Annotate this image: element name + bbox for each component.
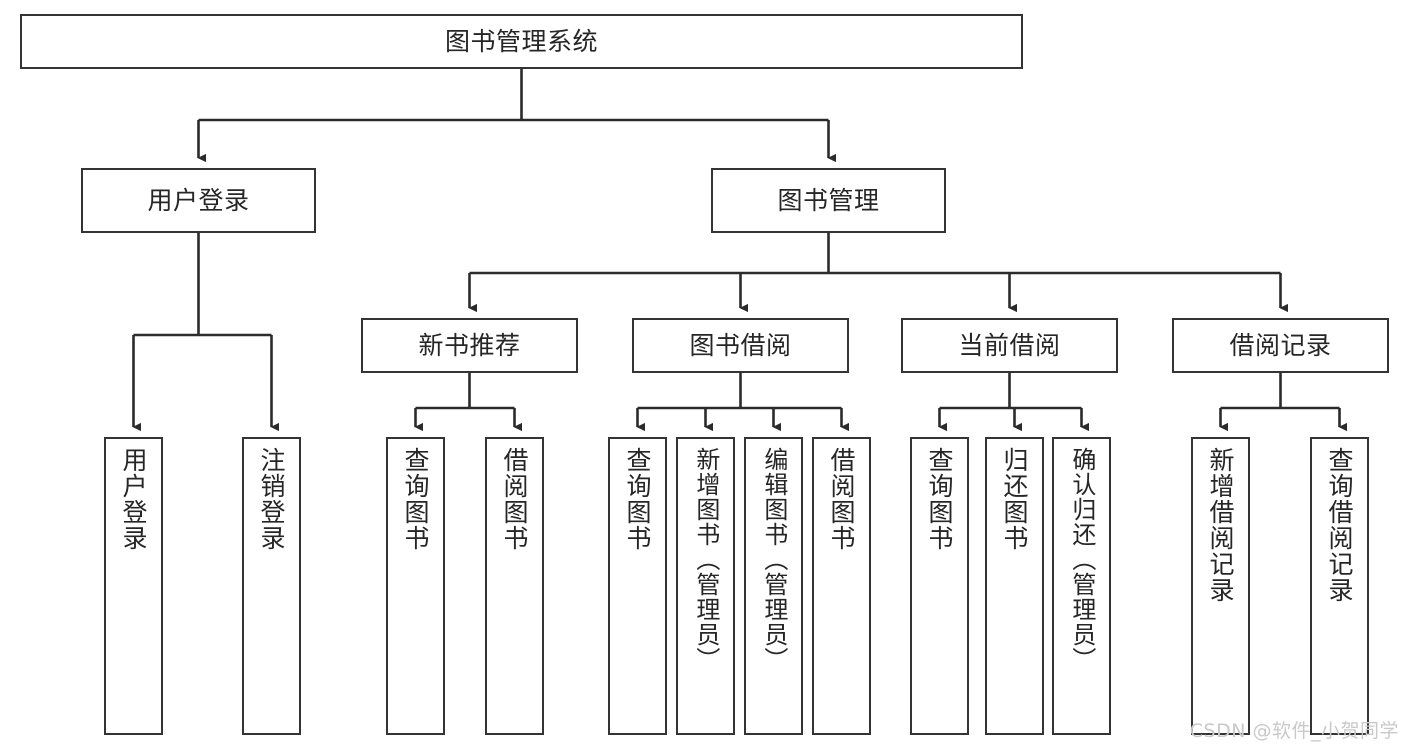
node-user-login-label: 用户登录	[147, 185, 250, 215]
leaf-query-book-current[interactable]: 查询图书	[910, 437, 969, 735]
leaf-add-book-admin[interactable]: 新增图书（管理员）	[676, 437, 735, 735]
node-book-manage[interactable]: 图书管理	[711, 168, 946, 233]
leaf-borrow-book[interactable]: 借阅图书	[812, 437, 871, 735]
leaf-add-borrow-record[interactable]: 新增借阅记录	[1191, 437, 1250, 735]
leaf-edit-book-admin-label: 编辑图书（管理员）	[759, 447, 788, 672]
leaf-confirm-return-admin[interactable]: 确认归还（管理员）	[1052, 437, 1111, 735]
leaf-confirm-return-admin-label: 确认归还（管理员）	[1067, 447, 1096, 672]
node-root[interactable]: 图书管理系统	[20, 14, 1023, 69]
node-new-book-recommend[interactable]: 新书推荐	[361, 318, 578, 373]
node-borrow-record-label: 借阅记录	[1229, 330, 1332, 360]
leaf-return-book-label: 归还图书	[1000, 447, 1029, 551]
node-current-borrow-label: 当前借阅	[958, 330, 1061, 360]
node-root-label: 图书管理系统	[444, 26, 598, 56]
leaf-return-book[interactable]: 归还图书	[985, 437, 1044, 735]
leaf-borrow-book-recommend-label: 借阅图书	[500, 447, 529, 551]
leaf-add-borrow-record-label: 新增借阅记录	[1206, 447, 1235, 603]
leaf-query-book-current-label: 查询图书	[925, 447, 954, 551]
node-borrow-record[interactable]: 借阅记录	[1172, 318, 1389, 373]
csdn-watermark: CSDN @软件_小贺同学	[1189, 720, 1399, 742]
node-user-login[interactable]: 用户登录	[81, 168, 316, 233]
leaf-query-borrow-record-label: 查询借阅记录	[1325, 447, 1354, 603]
leaf-query-book-borrow-label: 查询图书	[623, 447, 652, 551]
node-current-borrow[interactable]: 当前借阅	[901, 318, 1118, 373]
leaf-query-book-borrow[interactable]: 查询图书	[608, 437, 667, 735]
node-book-borrow-label: 图书借阅	[689, 330, 792, 360]
leaf-edit-book-admin[interactable]: 编辑图书（管理员）	[744, 437, 803, 735]
leaf-add-book-admin-label: 新增图书（管理员）	[691, 447, 720, 672]
leaf-user-logout[interactable]: 注销登录	[242, 437, 301, 735]
node-new-book-recommend-label: 新书推荐	[418, 330, 521, 360]
leaf-user-login[interactable]: 用户登录	[104, 437, 163, 735]
leaf-user-logout-label: 注销登录	[257, 447, 286, 551]
node-book-manage-label: 图书管理	[777, 185, 880, 215]
node-book-borrow[interactable]: 图书借阅	[632, 318, 849, 373]
leaf-user-login-label: 用户登录	[119, 447, 148, 551]
leaf-borrow-book-label: 借阅图书	[827, 447, 856, 551]
leaf-query-book-recommend-label: 查询图书	[401, 447, 430, 551]
leaf-query-borrow-record[interactable]: 查询借阅记录	[1310, 437, 1369, 735]
leaf-query-book-recommend[interactable]: 查询图书	[386, 437, 445, 735]
leaf-borrow-book-recommend[interactable]: 借阅图书	[485, 437, 544, 735]
